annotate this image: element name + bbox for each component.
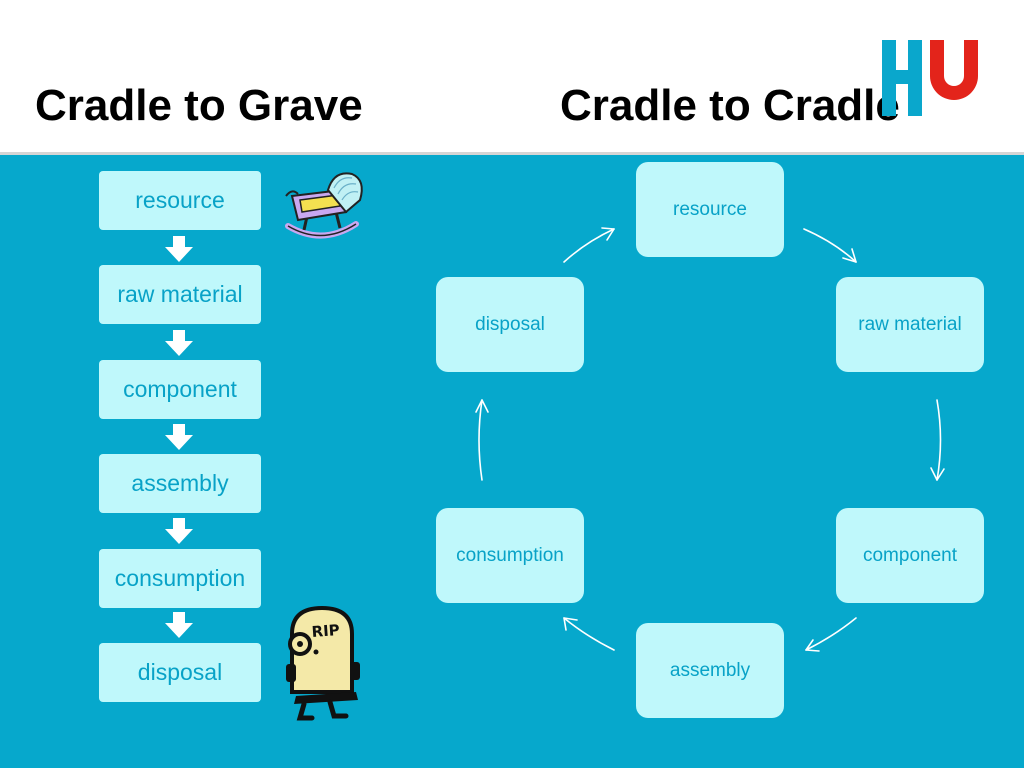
down-arrow-icon — [165, 236, 193, 262]
cradle-icon — [285, 172, 363, 239]
down-arrow-icon — [165, 518, 193, 544]
grave-step-resource: resource — [99, 171, 261, 230]
tombstone-text: RIP — [311, 621, 340, 641]
university-logo-icon — [882, 40, 978, 116]
grave-step-component: component — [99, 360, 261, 419]
cycle-step-disposal: disposal — [436, 277, 584, 372]
down-arrow-icon — [165, 424, 193, 450]
cycle-step-assembly: assembly — [636, 623, 784, 718]
grave-step-assembly: assembly — [99, 454, 261, 513]
cycle-step-component: component — [836, 508, 984, 603]
cycle-step-consumption: consumption — [436, 508, 584, 603]
title-cradle-to-cradle: Cradle to Cradle — [560, 81, 900, 130]
header-divider — [0, 152, 1024, 155]
tombstone-rip-icon: RIP — [286, 605, 360, 721]
down-arrow-icon — [165, 612, 193, 638]
grave-step-raw-material: raw material — [99, 265, 261, 324]
cycle-step-raw-material: raw material — [836, 277, 984, 372]
slide-header — [0, 0, 1024, 152]
grave-step-disposal: disposal — [99, 643, 261, 702]
grave-step-consumption: consumption — [99, 549, 261, 608]
down-arrow-icon — [165, 330, 193, 356]
cycle-step-resource: resource — [636, 162, 784, 257]
title-cradle-to-grave: Cradle to Grave — [35, 81, 363, 130]
